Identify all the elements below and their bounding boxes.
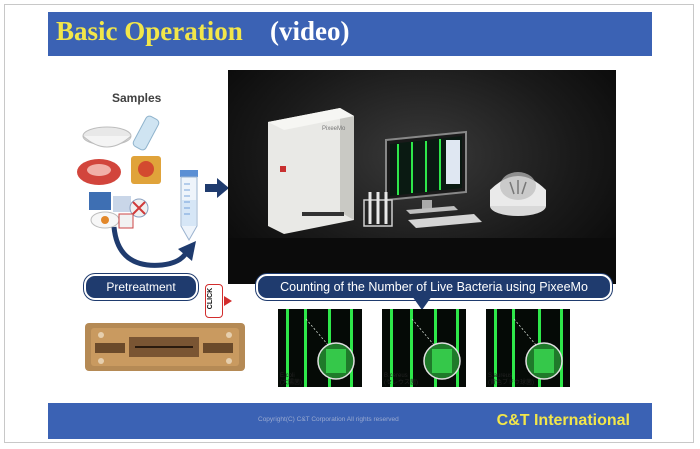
click-arrow-icon [224, 296, 232, 306]
micrograph-image [382, 309, 466, 387]
company-name: C&T International [496, 412, 630, 429]
title-bar: Basic Operation (video) [48, 12, 652, 56]
centrifuge-tube-icon [180, 170, 198, 242]
counting-label: Counting of the Number of Live Bacteria … [256, 274, 612, 300]
instrument-photo[interactable]: PixeeMo [228, 70, 616, 284]
micrograph-caption: E.coli (大腸菌) [280, 373, 302, 387]
slide-title-sub: (video) [270, 16, 350, 46]
copyright-text: Copyright(C) C&T Corporation All rights … [258, 416, 399, 423]
click-label: CLICK [207, 287, 215, 310]
caption-japanese: (黄色ブドウ球菌) [488, 380, 534, 386]
micrograph-caption: B.cereus (セレウス菌) [384, 373, 418, 387]
caption-japanese: (大腸菌) [280, 380, 302, 386]
micrograph-saureus: S.aureus (黄色ブドウ球菌) [486, 309, 570, 392]
caption-japanese: (セレウス菌) [384, 380, 418, 386]
right-arrow-icon [205, 178, 229, 198]
click-button[interactable]: CLICK [205, 284, 223, 318]
instrument-illustration: PixeeMo [228, 108, 616, 284]
caption-species: B.cereus [384, 373, 408, 379]
footer-bar: Copyright(C) C&T Corporation All rights … [48, 403, 652, 439]
micrograph-bcereus: B.cereus (セレウス菌) [382, 309, 466, 392]
micrograph-caption: S.aureus (黄色ブドウ球菌) [488, 373, 534, 387]
samples-food-icon [77, 115, 161, 229]
chip-photo [85, 323, 245, 371]
micrograph-image [278, 309, 362, 387]
instrument-brand: PixeeMo [322, 126, 346, 132]
down-arrow-icon [412, 296, 432, 310]
micrograph-ecoli: E.coli (大腸菌) [278, 309, 362, 392]
micrograph-image [486, 309, 570, 387]
slide-title: Basic Operation [56, 16, 243, 46]
samples-label: Samples [112, 91, 162, 105]
caption-species: S.aureus [488, 373, 513, 379]
curved-arrow-icon [111, 226, 196, 268]
caption-species: E.coli [280, 373, 295, 379]
pretreatment-label: Pretreatment [84, 274, 198, 300]
